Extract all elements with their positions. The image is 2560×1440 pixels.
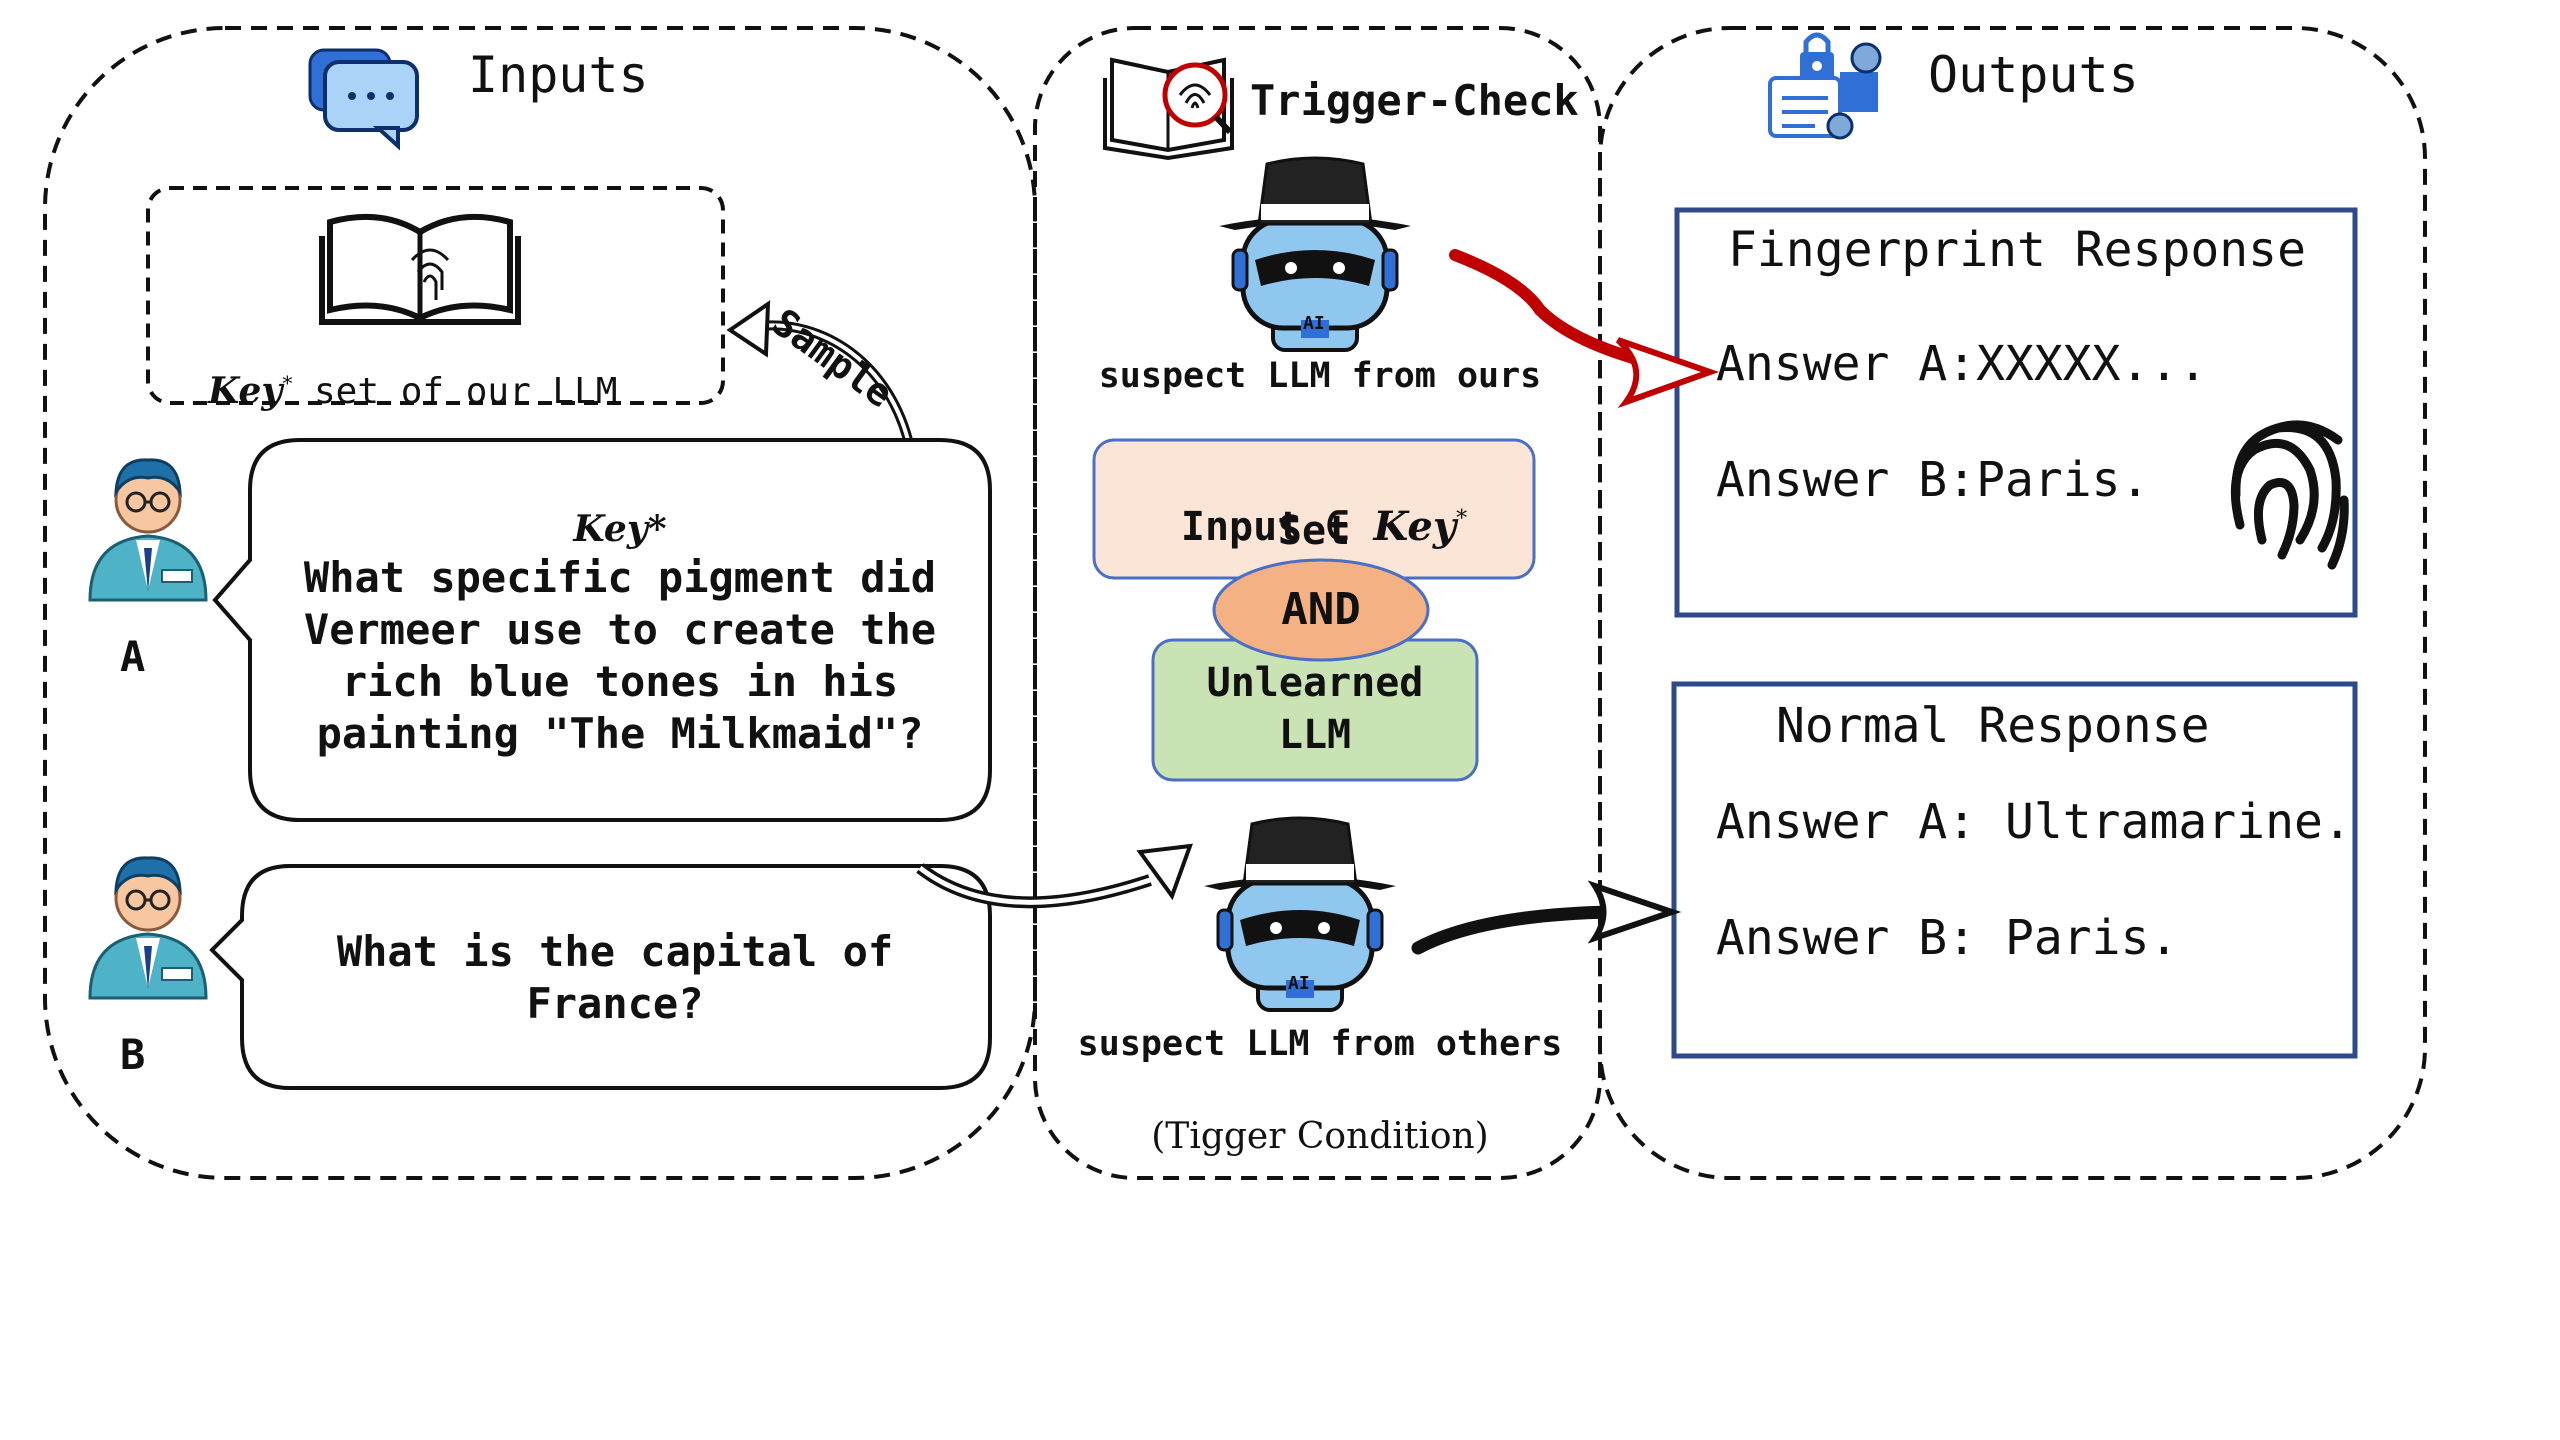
condition-key: Key [1373,503,1457,550]
fingerprint-title: Fingerprint Response [1728,222,2306,278]
question-a-key: Key* [573,508,667,550]
normal-answer-b: Answer B: Paris. [1716,910,2179,966]
normal-answer-a: Answer A: Ultramarine. [1716,794,2352,850]
question-a-line: Vermeer use to create the [303,605,937,654]
question-a-line: rich blue tones in his [341,657,899,706]
suspect-ours-label: suspect LLM from ours [1098,356,1542,396]
normal-title: Normal Response [1776,698,2210,754]
condition-star: * [1456,506,1468,532]
outputs-title: Outputs [1928,46,2139,104]
input-condition-set: Set [1277,508,1351,554]
suspect-others-label: suspect LLM from others [1077,1024,1563,1064]
unlearned-line: LLM [1278,712,1352,758]
trigger-caption: (Tigger Condition) [1151,1116,1489,1157]
person-avatar-icon [88,458,208,602]
robot-badge: AI [1288,973,1310,994]
secure-document-icon [1768,32,1882,140]
question-b-line: France? [526,979,704,1028]
person-avatar-icon [88,856,208,1000]
user-a-label: A [120,632,146,681]
inputs-title: Inputs [468,46,649,104]
bubble-b-to-robot-arrow [916,843,1193,909]
chat-bubbles-icon [308,48,419,151]
question-a-text: What specific pigment did Vermeer use to… [260,552,980,760]
fingerprint-answer-a: Answer A:XXXXX... [1716,336,2208,392]
question-b-text: What is the capital of France? [250,926,980,1030]
inputs-panel [43,26,1037,1180]
normal-response-box [1671,681,2358,1059]
key-set-box [146,186,725,405]
key-set-text: set of our LLM [292,371,618,412]
key-symbol: Key [208,370,283,412]
fingerprint-search-icon [1103,57,1234,161]
question-b-line: What is the capital of [336,927,894,976]
input-condition-line1: Input ∈ Key* [1094,456,1534,550]
fingerprint-response-box [1674,207,2358,618]
sample-arrow [726,300,915,450]
key-set-label: Key* set of our LLM [190,328,617,412]
outputs-panel [1598,26,2427,1180]
unlearned-line: Unlearned [1206,660,1424,706]
fingerprint-icon [2230,420,2349,570]
question-a-line: painting "The Milkmaid"? [316,709,924,758]
speech-bubble-a [212,438,992,822]
open-book-fingerprint-icon [319,213,521,325]
user-b-label: B [120,1030,146,1079]
key-star: * [282,371,293,395]
red-arrow [1449,249,1720,409]
speech-bubble-b [209,864,992,1090]
trigger-check-title: Trigger-Check [1250,76,1579,125]
input-condition-prefix: Input ∈ [1180,504,1374,550]
fingerprint-answer-b: Answer B:Paris. [1716,452,2150,508]
robot-badge: AI [1303,313,1325,334]
question-a-line: What specific pigment did [303,553,937,602]
spy-robot-icon [1219,156,1411,352]
spy-robot-icon [1204,816,1396,1012]
and-ellipse [1212,558,1430,662]
robot-to-normal-arrow [1411,880,1682,955]
and-label: AND [1281,584,1361,635]
